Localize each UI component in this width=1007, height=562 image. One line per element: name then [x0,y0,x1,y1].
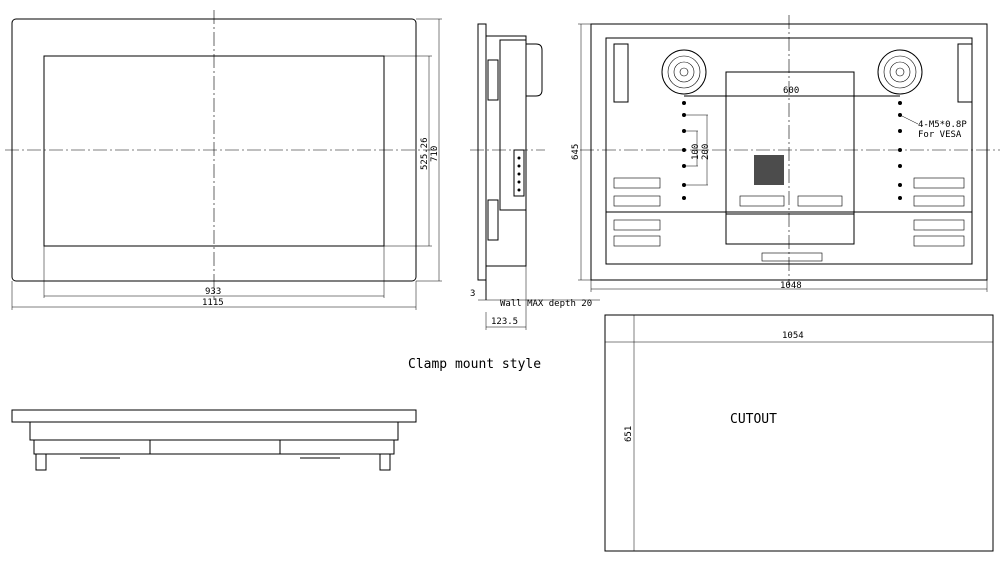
caption: Clamp mount style [408,357,541,372]
rear-view: 600 100 200 4-M5*0.8P For VESA 645 1048 [571,15,1000,292]
cutout-label: CUTOUT [730,412,777,427]
side-view: 3 Wall MAX depth 20 123.5 [470,23,600,330]
dim-1054: 1054 [782,331,804,341]
dim-123-5: 123.5 [491,317,518,327]
screw-note: For VESA [918,130,962,140]
dim-710: 710 [430,146,440,162]
screw-spec: 4-M5*0.8P [918,120,967,130]
dim-651: 651 [624,426,634,442]
dim-200: 200 [701,144,711,160]
dim-100: 100 [691,144,701,160]
dim-525-26: 525.26 [420,137,430,170]
wall-depth-label: Wall MAX depth 20 [500,299,592,309]
cutout-view: 1054 651 CUTOUT [604,314,994,552]
fan-left-icon [661,49,707,95]
dim-3: 3 [470,289,475,299]
dim-933: 933 [205,287,221,297]
dim-645: 645 [571,144,581,160]
dim-600: 600 [783,86,799,96]
front-view: 933 1115 525.26 710 [5,10,442,310]
bottom-view [11,409,417,471]
dim-1048: 1048 [780,281,802,291]
dim-1115: 1115 [202,298,224,308]
fan-right-icon [877,49,923,95]
